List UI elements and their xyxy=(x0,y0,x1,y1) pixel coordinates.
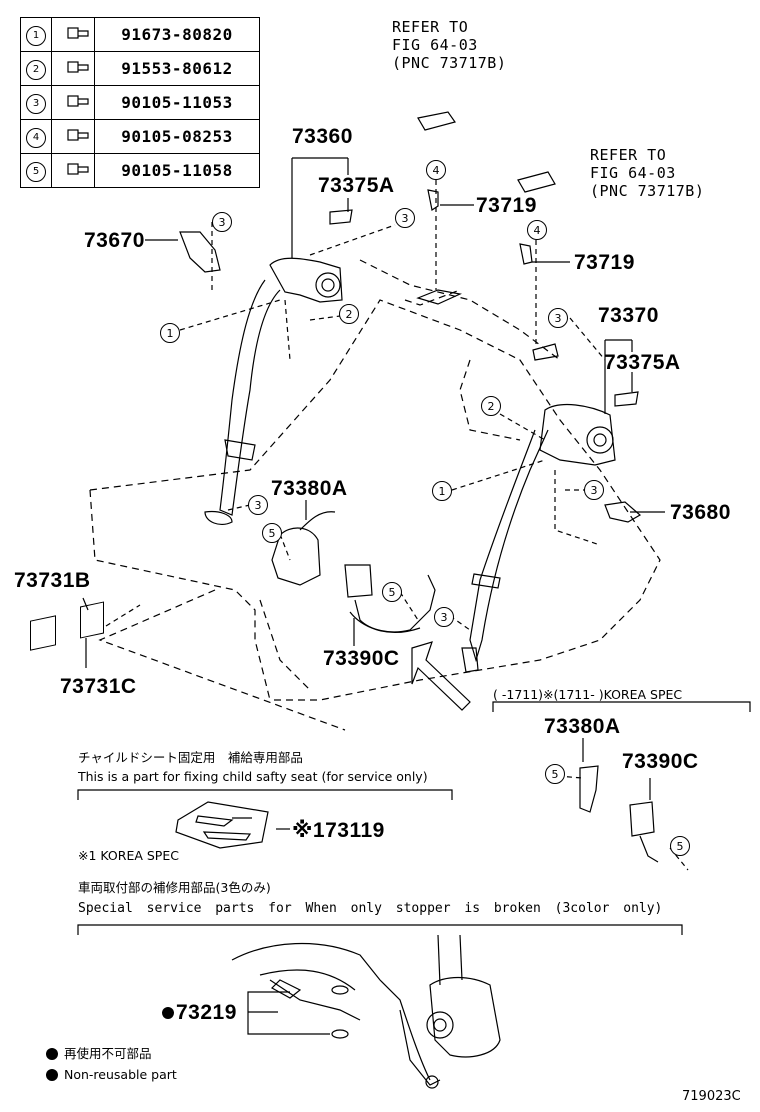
callout-5: 5 xyxy=(670,836,690,856)
callout-3: 3 xyxy=(434,607,454,627)
part-label-73390c-korea: 73390C xyxy=(622,750,699,773)
fastener-number-cell: 2 xyxy=(20,51,52,86)
part-label-73719-lower: 73719 xyxy=(574,251,635,274)
part-label-73380a-korea: 73380A xyxy=(544,715,621,738)
refer-to-1-line1: REFER TO xyxy=(392,18,469,36)
leader-lines xyxy=(77,157,751,1035)
fastener-row: 5 90105-11058 xyxy=(20,153,260,188)
part-label-73360: 73360 xyxy=(292,125,353,148)
refer-to-1-line2: FIG 64-03 xyxy=(392,36,478,54)
callout-5: 5 xyxy=(262,523,282,543)
legend-text-en: Non-reusable part xyxy=(64,1067,177,1082)
fastener-part-number: 90105-11053 xyxy=(94,85,260,120)
bolt-icons xyxy=(67,27,89,175)
refer-to-2-line2: FIG 64-03 xyxy=(590,164,676,182)
callout-5: 5 xyxy=(382,582,402,602)
part-label-73219: 73219 xyxy=(176,1001,237,1024)
figure-code: 719023C xyxy=(682,1089,741,1104)
fastener-callout: 4 xyxy=(26,128,46,148)
part-label-73731c: 73731C xyxy=(60,675,137,698)
part-73731b-shape xyxy=(30,615,56,651)
callout-2: 2 xyxy=(481,396,501,416)
part-label-73731b: 73731B xyxy=(14,569,91,592)
callout-3: 3 xyxy=(212,212,232,232)
special-service-note-jp: 車両取付部の補修用部品(3色のみ) xyxy=(78,880,271,895)
refer-to-1-line3: (PNC 73717B) xyxy=(392,54,507,72)
callout-4: 4 xyxy=(426,160,446,180)
fastener-row: 3 90105-11053 xyxy=(20,85,260,120)
part-label-73390c: 73390C xyxy=(323,647,400,670)
callout-1: 1 xyxy=(160,323,180,343)
fastener-callout: 2 xyxy=(26,60,46,80)
left-seat-belt xyxy=(179,209,353,525)
callout-4: 4 xyxy=(527,220,547,240)
buckles xyxy=(271,511,659,863)
fastener-number-cell: 5 xyxy=(20,153,52,188)
part-label-73375a-right: 73375A xyxy=(604,351,681,374)
part-73731c-shape xyxy=(80,601,104,639)
special-service-note-en: Special service parts for When only stop… xyxy=(78,901,663,916)
part-label-73119: ※173119 xyxy=(292,819,385,842)
fastener-part-number: 90105-11058 xyxy=(94,153,260,188)
part-label-73380a: 73380A xyxy=(271,477,348,500)
korea-spec-note: ※1 KOREA SPEC xyxy=(78,848,179,863)
callout-3: 3 xyxy=(395,208,415,228)
child-seat-note-jp: チャイルドシート固定用 補給専用部品 xyxy=(78,750,303,765)
part-label-73719-upper: 73719 xyxy=(476,194,537,217)
child-seat-anchor-part xyxy=(175,801,290,849)
part-label-73375a-left: 73375A xyxy=(318,174,395,197)
fastener-part-number: 91553-80612 xyxy=(94,51,260,86)
korea-spec-range: ( -1711)※(1711- )KOREA SPEC xyxy=(493,687,683,702)
right-seat-belt xyxy=(461,391,642,673)
legend-dot-icon xyxy=(46,1048,58,1060)
callout-5: 5 xyxy=(545,764,565,784)
direction-arrow xyxy=(411,641,471,711)
callout-3: 3 xyxy=(248,495,268,515)
callout-3: 3 xyxy=(584,480,604,500)
callout-2: 2 xyxy=(339,304,359,324)
legend-text-jp: 再使用不可部品 xyxy=(64,1046,152,1061)
fastener-callout: 5 xyxy=(26,162,46,182)
part-label-73370: 73370 xyxy=(598,304,659,327)
refer-to-2-line3: (PNC 73717B) xyxy=(590,182,705,200)
non-reusable-dot-icon xyxy=(162,1007,174,1019)
seat-outline xyxy=(89,259,661,731)
fastener-number-cell: 1 xyxy=(20,17,52,52)
fastener-callout: 3 xyxy=(26,94,46,114)
part-label-73670: 73670 xyxy=(84,229,145,252)
callout-3: 3 xyxy=(548,308,568,328)
child-seat-note-en: This is a part for fixing child safty se… xyxy=(78,769,428,784)
fastener-callout: 1 xyxy=(26,26,46,46)
part-label-73680: 73680 xyxy=(670,501,731,524)
callout-1: 1 xyxy=(432,481,452,501)
stopper-illustration xyxy=(231,934,501,1089)
refer-to-2-line1: REFER TO xyxy=(590,146,667,164)
legend-dot-icon xyxy=(46,1069,58,1081)
dashed-leaders xyxy=(105,180,689,871)
